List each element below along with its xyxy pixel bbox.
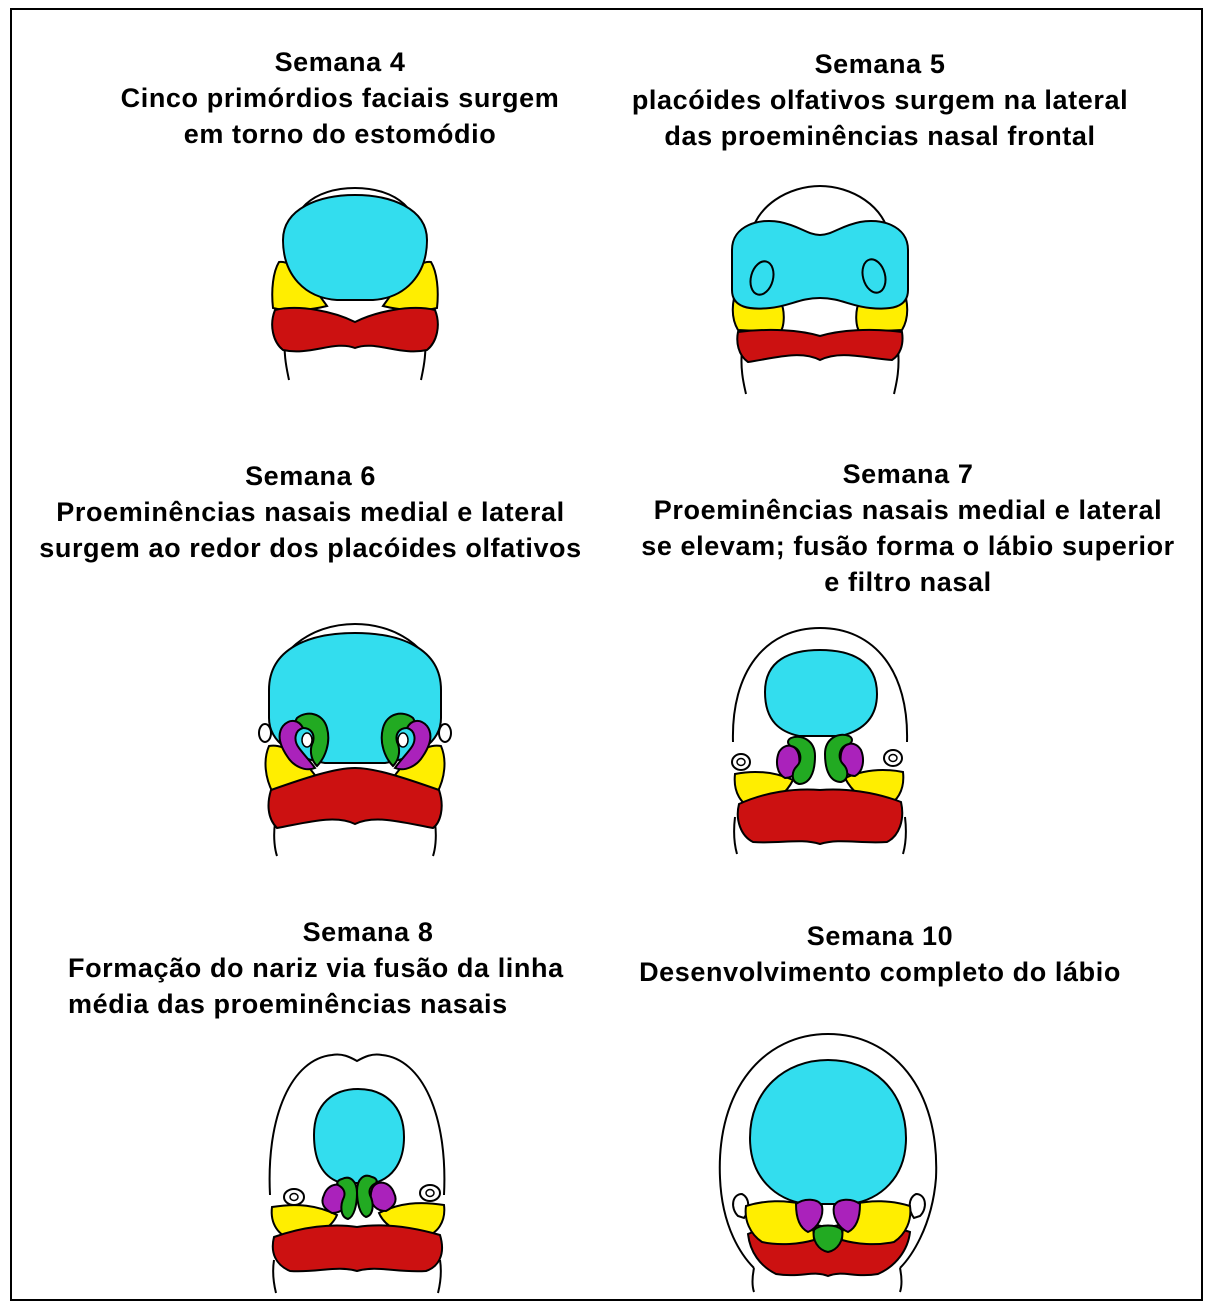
olfactory-placode-left bbox=[749, 260, 775, 296]
caption-title: Semana 4 bbox=[274, 47, 406, 77]
caption-title: Semana 6 bbox=[245, 461, 376, 491]
olfactory-placode-right bbox=[861, 258, 887, 294]
head-outline-lower bbox=[719, 1177, 755, 1269]
face-diagram-week7 bbox=[731, 626, 909, 855]
face-diagram-week4 bbox=[271, 186, 439, 381]
mandibular-prominence bbox=[271, 1224, 444, 1273]
caption-line: Desenvolvimento completo do lábio bbox=[639, 957, 1121, 987]
ear-right-inner bbox=[888, 753, 898, 763]
head-outline bbox=[731, 626, 909, 743]
ear-left bbox=[731, 753, 751, 771]
caption-line: surgem ao redor dos placóides olfativos bbox=[39, 533, 582, 563]
medial-nasal-prominence-left bbox=[794, 1198, 824, 1234]
ear-right bbox=[883, 749, 903, 767]
caption-week6: Semana 6 Proeminências nasais medial e l… bbox=[18, 458, 603, 566]
caption-line: se elevam; fusão forma o lábio superior bbox=[641, 531, 1175, 561]
medial-nasal-prominence-right bbox=[393, 720, 432, 771]
neck-outline bbox=[273, 822, 437, 857]
frontonasal-prominence bbox=[281, 193, 429, 301]
ear-right bbox=[419, 1184, 441, 1202]
lateral-nasal-prominence-right bbox=[823, 733, 853, 784]
neck-outline bbox=[272, 1259, 442, 1294]
face-diagram-week10 bbox=[718, 1032, 938, 1293]
caption-line: Cinco primórdios faciais surgem bbox=[120, 83, 560, 113]
medial-nasal-prominence-left bbox=[278, 720, 317, 771]
caption-line: das proeminências nasal frontal bbox=[664, 121, 1096, 151]
caption-line: Proeminências nasais medial e lateral bbox=[653, 495, 1163, 525]
caption-week5: Semana 5 placóides olfativos surgem na l… bbox=[600, 46, 1160, 154]
caption-title: Semana 8 bbox=[302, 917, 434, 947]
caption-title: Semana 7 bbox=[842, 459, 974, 489]
ear-right bbox=[908, 1192, 926, 1220]
caption-line: Formação do nariz via fusão da linha bbox=[68, 953, 564, 983]
caption-line: média das proeminências nasais bbox=[68, 989, 508, 1019]
neck-outline bbox=[751, 1267, 903, 1293]
caption-line: em torno do estomódio bbox=[183, 119, 497, 149]
mandibular-prominence bbox=[736, 788, 904, 846]
ear-left bbox=[258, 723, 272, 743]
ear-left-inner bbox=[289, 1192, 299, 1202]
frontonasal-prominence bbox=[763, 648, 879, 737]
nasal-pit-right bbox=[397, 732, 409, 748]
nasal-pit-left bbox=[301, 732, 313, 748]
caption-line: Proeminências nasais medial e lateral bbox=[56, 497, 565, 527]
medial-nasal-prominence-right bbox=[832, 1198, 862, 1234]
face-diagram-week5 bbox=[731, 184, 909, 395]
lateral-nasal-prominence-right bbox=[355, 1174, 378, 1219]
ear-right-inner bbox=[425, 1188, 435, 1198]
head-outline bbox=[749, 184, 891, 241]
face-diagram-week6 bbox=[258, 622, 452, 857]
ear-left bbox=[283, 1188, 305, 1206]
neck-outline bbox=[733, 816, 907, 855]
medial-nasal-prominence-right bbox=[369, 1181, 397, 1213]
caption-week10: Semana 10 Desenvolvimento completo do lá… bbox=[610, 918, 1150, 990]
caption-week8: Semana 8 Formação do nariz via fusão da … bbox=[68, 914, 613, 1022]
frontonasal-prominence bbox=[748, 1058, 908, 1205]
caption-week7: Semana 7 Proeminências nasais medial e l… bbox=[612, 456, 1204, 600]
mandibular-prominence bbox=[271, 306, 439, 353]
mandibular-prominence bbox=[267, 766, 443, 830]
caption-line: placóides olfativos surgem na lateral bbox=[631, 85, 1129, 115]
face-diagram-week8 bbox=[268, 1053, 446, 1294]
philtrum bbox=[812, 1224, 844, 1254]
mandibular-prominence bbox=[736, 328, 904, 364]
head-outline bbox=[718, 1032, 938, 1269]
lateral-nasal-prominence-left bbox=[787, 735, 817, 786]
ear-right bbox=[438, 723, 452, 743]
ear-left-inner bbox=[736, 757, 746, 767]
caption-line: e filtro nasal bbox=[824, 567, 992, 597]
frontonasal-prominence bbox=[731, 220, 909, 310]
caption-week4: Semana 4 Cinco primórdios faciais surgem… bbox=[60, 44, 620, 152]
caption-title: Semana 10 bbox=[806, 921, 954, 951]
head-outline bbox=[268, 1053, 446, 1196]
frontonasal-prominence bbox=[312, 1087, 406, 1184]
caption-title: Semana 5 bbox=[814, 49, 946, 79]
figure-frame bbox=[10, 8, 1203, 1301]
